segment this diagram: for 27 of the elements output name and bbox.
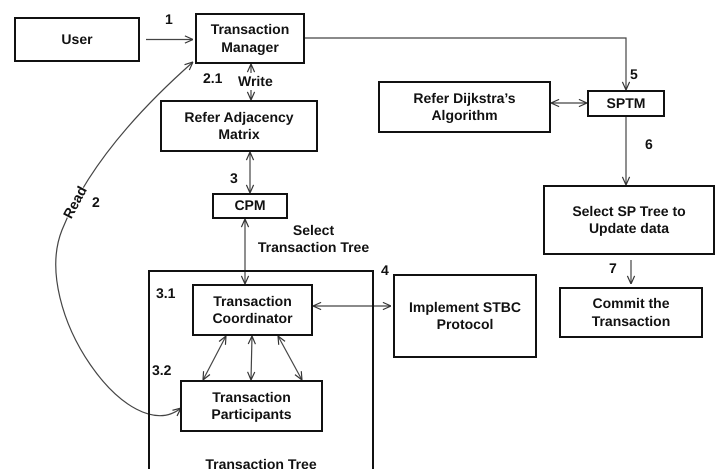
edge-label: 5 — [630, 66, 638, 83]
process-box: SPTM — [587, 90, 665, 117]
arrow — [277, 335, 303, 381]
arrow — [146, 35, 194, 44]
process-box: Refer Dijkstra’s Algorithm — [378, 81, 551, 133]
process-box: Transaction Coordinator — [192, 284, 313, 336]
process-box: Commit the Transaction — [559, 287, 703, 338]
process-box: Implement STBC Protocol — [393, 274, 537, 358]
arrow — [626, 260, 636, 285]
arrow — [550, 98, 588, 108]
arrow — [202, 335, 227, 381]
process-box: User — [14, 17, 140, 62]
process-box: Transaction Participants — [180, 380, 323, 432]
arrow — [247, 335, 256, 381]
arrow — [622, 117, 630, 186]
process-box: Transaction Manager — [195, 13, 305, 64]
process-box: CPM — [212, 193, 288, 219]
arrow — [305, 37, 630, 91]
process-box: Refer Adjacency Matrix — [160, 100, 318, 152]
arrow — [56, 61, 194, 416]
text-label: Write — [238, 73, 273, 90]
process-box: Select SP Tree to Update data — [543, 185, 715, 255]
arrow — [312, 302, 392, 310]
arrow — [240, 218, 250, 285]
arrow — [246, 151, 254, 194]
group-title: Transaction Tree — [204, 456, 318, 469]
group-frame — [148, 270, 374, 469]
